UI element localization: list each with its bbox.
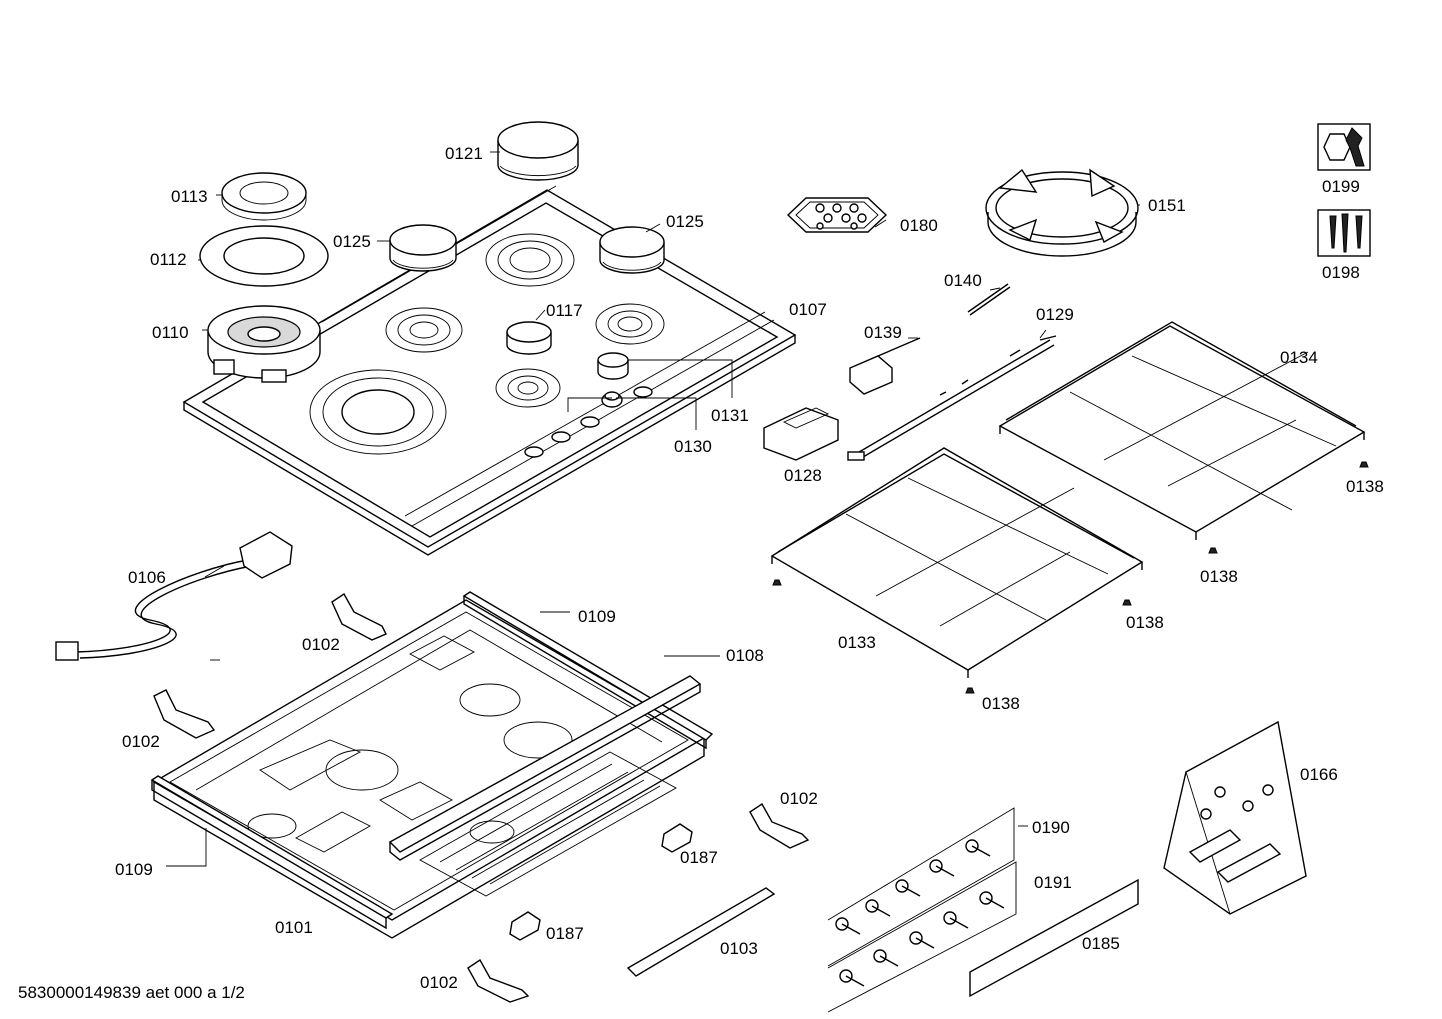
mounting-clip-2 — [153, 689, 216, 739]
label-0128: 0128 — [784, 466, 822, 485]
label-0140: 0140 — [944, 271, 982, 290]
screw-set-0191 — [827, 861, 1017, 1013]
wrench-nut-icon — [1317, 123, 1371, 171]
burner-cap-medium-left — [389, 224, 457, 272]
ignition-module — [849, 337, 921, 395]
label-0166: 0166 — [1300, 765, 1338, 784]
fixing-clip-lower — [509, 911, 541, 941]
label-0138-c: 0138 — [1126, 613, 1164, 632]
mounting-clip-4 — [467, 958, 530, 1003]
label-0190: 0190 — [1032, 818, 1070, 837]
label-0117: 0117 — [546, 301, 583, 320]
cross-bar — [388, 675, 702, 861]
label-0133: 0133 — [838, 633, 876, 652]
label-0138-d: 0138 — [982, 694, 1020, 713]
label-0199: 0199 — [1322, 177, 1360, 196]
label-0112: 0112 — [150, 250, 187, 269]
power-cord — [55, 531, 293, 661]
leader-lines — [166, 151, 1140, 867]
accessory-bag — [1163, 720, 1307, 915]
burner-cap-small — [506, 321, 552, 355]
burner-ring-small — [221, 172, 307, 221]
label-0102-a: 0102 — [302, 635, 340, 654]
label-0109-b: 0109 — [115, 860, 153, 879]
label-0180: 0180 — [900, 216, 938, 235]
screw-set-0190 — [827, 807, 1015, 967]
label-0138-b: 0138 — [1200, 567, 1238, 586]
wok-pan-support — [985, 168, 1139, 257]
screws-icon — [1317, 209, 1371, 257]
grate-rubber-feet — [772, 461, 1369, 694]
label-0191: 0191 — [1034, 873, 1072, 892]
label-0103: 0103 — [720, 939, 758, 958]
mounting-clip-1 — [331, 592, 387, 641]
instruction-label-plate — [969, 878, 1139, 998]
label-0102-b: 0102 — [122, 732, 160, 751]
pan-grate-right — [998, 321, 1366, 540]
ignition-cable — [967, 283, 1011, 316]
label-0101: 0101 — [275, 918, 313, 937]
control-knob — [597, 352, 629, 380]
label-0113: 0113 — [171, 187, 208, 206]
label-0110: 0110 — [152, 323, 189, 342]
label-0125-right: 0125 — [666, 212, 704, 231]
mounting-clip-3 — [749, 802, 810, 849]
pan-support-small — [786, 197, 888, 233]
burner-cap-large — [497, 121, 579, 181]
label-0106: 0106 — [128, 568, 166, 587]
hob-top-plate — [182, 185, 797, 556]
label-0129: 0129 — [1036, 305, 1074, 324]
label-0185: 0185 — [1082, 934, 1120, 953]
wiring-harness — [847, 335, 1057, 461]
label-0134: 0134 — [1280, 348, 1318, 367]
label-0187-b: 0187 — [546, 924, 584, 943]
label-0102-d: 0102 — [420, 973, 458, 992]
label-0107: 0107 — [789, 300, 827, 319]
wok-burner-assembly — [207, 305, 321, 383]
label-0121: 0121 — [445, 144, 483, 163]
label-0109-a: 0109 — [578, 607, 616, 626]
label-0108: 0108 — [726, 646, 764, 665]
label-0198: 0198 — [1322, 263, 1360, 282]
label-0125-left: 0125 — [333, 232, 371, 251]
document-id: 5830000149839 aet 000 a 1/2 — [18, 983, 245, 1002]
control-display-module — [763, 407, 839, 461]
label-0102-c: 0102 — [780, 789, 818, 808]
label-0131: 0131 — [711, 406, 749, 425]
fixing-clip-upper — [661, 823, 693, 853]
label-0151: 0151 — [1148, 196, 1186, 215]
hob-base-tray — [152, 599, 706, 939]
pan-grate-left — [770, 447, 1144, 678]
side-rail-front — [150, 775, 394, 930]
label-0139: 0139 — [864, 323, 902, 342]
label-0130: 0130 — [674, 437, 712, 456]
label-0187-a: 0187 — [680, 848, 718, 867]
burner-ring-large — [199, 225, 329, 287]
burner-cap-medium-right — [599, 226, 665, 274]
label-0138-a: 0138 — [1346, 477, 1384, 496]
part-labels: 0121 0113 0112 0110 0125 0125 0117 0107 … — [18, 144, 1384, 1002]
seal-strip — [626, 887, 776, 977]
